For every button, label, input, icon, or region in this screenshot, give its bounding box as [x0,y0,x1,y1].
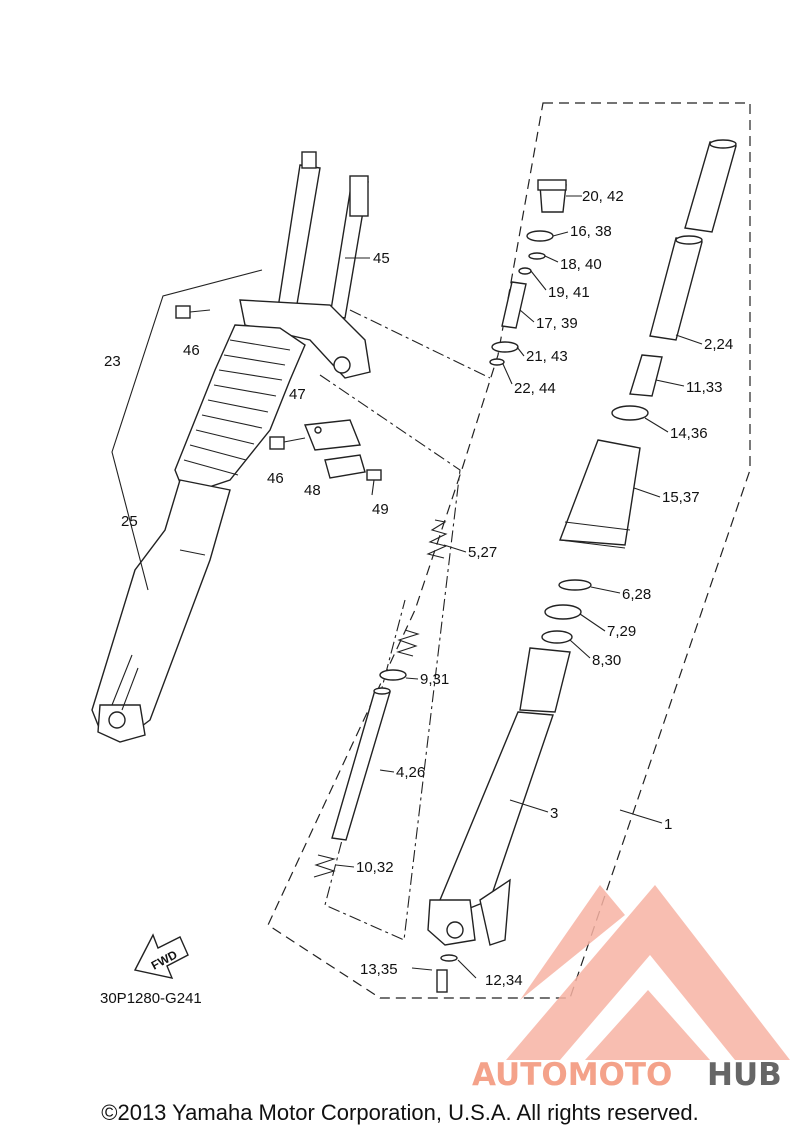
oring-19 [518,267,532,275]
callout-14-36: 14,36 [670,425,708,442]
inner-tube-2 [649,235,703,341]
callout-49: 49 [372,501,389,518]
callout-12-34: 12,34 [485,972,523,989]
washer-22 [489,358,505,366]
oring-16 [526,230,554,242]
damper-rod-4 [331,687,391,841]
bolt-46a [175,305,211,319]
fwd-arrow-icon: FWD [133,933,189,979]
callout-1: 1 [664,816,672,833]
callout-6-28: 6,28 [622,586,651,603]
callout-8-30: 8,30 [592,652,621,669]
outer-tube-3 [427,647,571,946]
callout-45: 45 [373,250,390,267]
spring-10 [313,854,336,878]
callout-21-43: 21, 43 [526,348,568,365]
washer-8 [541,630,573,644]
ring-9 [379,669,407,681]
watermark-text-main: AUTOMOTO [472,1057,672,1093]
callout-4-26: 4,26 [396,764,425,781]
spring-mid [396,629,420,657]
rod-17 [501,281,527,329]
inner-tube-upper [684,139,737,233]
washer-21 [491,341,519,353]
seal-7 [544,604,582,620]
callout-23: 23 [104,353,121,370]
callout-48: 48 [304,482,321,499]
callout-11-33: 11,33 [686,379,722,396]
watermark-text-hub: HUB [707,1057,782,1093]
callout-18-40: 18, 40 [560,256,602,273]
bolt-49 [366,469,382,496]
bolt-13 [436,969,448,993]
callout-47: 47 [289,386,306,403]
callout-46a: 46 [183,342,200,359]
washer-12 [440,954,458,962]
copyright-notice: ©2013 Yamaha Motor Corporation, U.S.A. A… [101,1100,699,1125]
callout-46b: 46 [267,470,284,487]
assembly-outline-1 [267,102,751,999]
watermark-logo: AUTOMOTO HUB [472,885,790,1093]
callout-15-37: 15,37 [662,489,700,506]
callout-7-29: 7,29 [607,623,636,640]
bolt-46b [269,436,306,450]
callout-10-32: 10,32 [356,859,394,876]
spring-5 [426,519,448,559]
callout-5-27: 5,27 [468,544,497,561]
clamp-48 [324,454,366,479]
callout-16-38: 16, 38 [570,223,612,240]
callout-17-39: 17, 39 [536,315,578,332]
assembled-fork [91,151,371,743]
callout-3: 3 [550,805,558,822]
washer-18 [528,252,546,260]
callout-20-42: 20, 42 [582,188,624,205]
boot-15 [559,439,641,549]
leader-lines [335,195,703,979]
callout-22-44: 22, 44 [514,380,556,397]
bracket-47 [304,419,361,451]
callout-13-35: 13,35 [360,961,398,978]
callout-9-31: 9,31 [420,671,449,688]
callout-25: 25 [121,513,138,530]
callout-19-41: 19, 41 [548,284,590,301]
diagram-code: 30P1280-G241 [100,990,202,1007]
cap-bolt-20 [537,179,567,213]
callout-2-24: 2,24 [704,336,733,353]
bushing-11 [629,354,663,397]
clamp-14 [611,405,649,421]
clip-6 [558,579,592,591]
